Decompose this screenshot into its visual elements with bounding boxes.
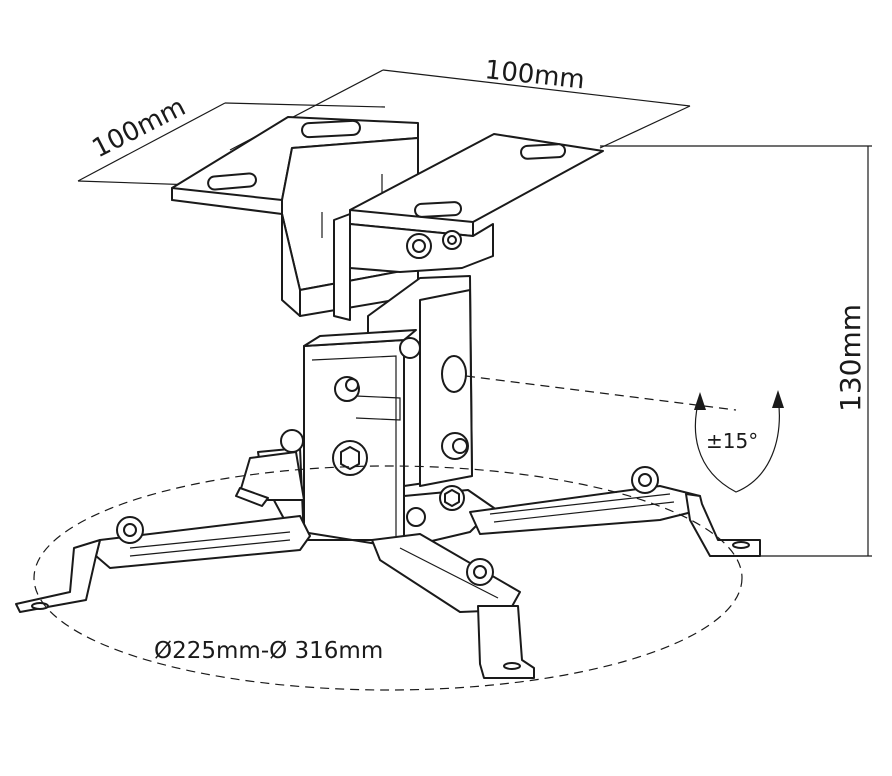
- extension-line-width-right: [599, 105, 691, 149]
- arm-front-body: [371, 533, 521, 613]
- tilt-arrow-up-icon: [772, 390, 784, 408]
- spider-arm-left: [15, 515, 311, 613]
- nut-icon: [280, 429, 304, 453]
- bolt-head-icon: [412, 239, 426, 253]
- column-front-top: [303, 329, 417, 347]
- spider-arm-back-left: [235, 451, 305, 507]
- mount-slot-icon: [207, 172, 257, 191]
- bolt-icon: [399, 337, 421, 359]
- label-width: 100mm: [483, 55, 586, 95]
- hex-nut-icon: [444, 489, 460, 507]
- tilt-pivot-hole-icon: [441, 355, 467, 393]
- locking-knob-head-icon: [345, 378, 359, 392]
- column-latch: [355, 395, 401, 421]
- bolt-head-icon: [447, 235, 457, 245]
- tilt-column: [303, 275, 473, 541]
- label-height: 130mm: [834, 304, 867, 412]
- tilt-arrow-up-icon: [694, 392, 706, 410]
- mount-slot-icon: [414, 201, 463, 218]
- arm-right-foot: [685, 493, 761, 557]
- dimension-line-width: [382, 69, 691, 107]
- arm-screw-head-icon: [123, 523, 137, 537]
- label-diameter: Ø225mm-Ø 316mm: [154, 638, 383, 664]
- arm-left-slot: [129, 531, 291, 549]
- arm-screw-head-icon: [638, 473, 652, 487]
- arm-screw-head-icon: [473, 565, 487, 579]
- arm-right-slot: [493, 501, 675, 523]
- column-front-plate: [303, 339, 405, 541]
- spider-arm-front: [371, 533, 535, 679]
- extension-line-depth-top: [224, 102, 386, 108]
- hex-nut-icon: [340, 446, 360, 470]
- foot-hole-icon: [732, 541, 750, 549]
- arm-front-foot: [477, 605, 535, 679]
- arm-left-foot: [15, 539, 101, 613]
- tilt-arc: [694, 395, 780, 493]
- tilt-axis-line: [465, 375, 737, 411]
- dimension-line-depth: [77, 102, 226, 182]
- label-depth: 100mm: [88, 92, 191, 164]
- knob-head-icon: [452, 438, 468, 454]
- ceiling-bracket-right: [333, 133, 604, 321]
- arm-back-left-tip: [235, 487, 269, 507]
- arm-right-body: [469, 485, 701, 535]
- arm-right-slot: [489, 493, 671, 515]
- diameter-ellipse: [33, 465, 743, 691]
- spider-arm-right: [469, 466, 761, 557]
- bracket-right-inner-wall: [333, 213, 351, 321]
- arm-left-slot: [129, 539, 291, 557]
- bolt-icon: [406, 507, 426, 527]
- diameter-indicator: Ø225mm-Ø 316mm: [33, 465, 743, 691]
- arm-front-slot: [399, 547, 499, 599]
- tilt-indicator: ±15°: [465, 375, 784, 493]
- mount-slot-icon: [301, 119, 361, 139]
- dimension-height: 130mm: [600, 145, 872, 557]
- arm-back-left-body: [239, 451, 305, 501]
- column-front-inner-edge: [311, 355, 397, 536]
- mount-slot-icon: [520, 143, 567, 160]
- foot-hole-icon: [503, 662, 521, 670]
- label-tilt: ±15°: [706, 429, 758, 453]
